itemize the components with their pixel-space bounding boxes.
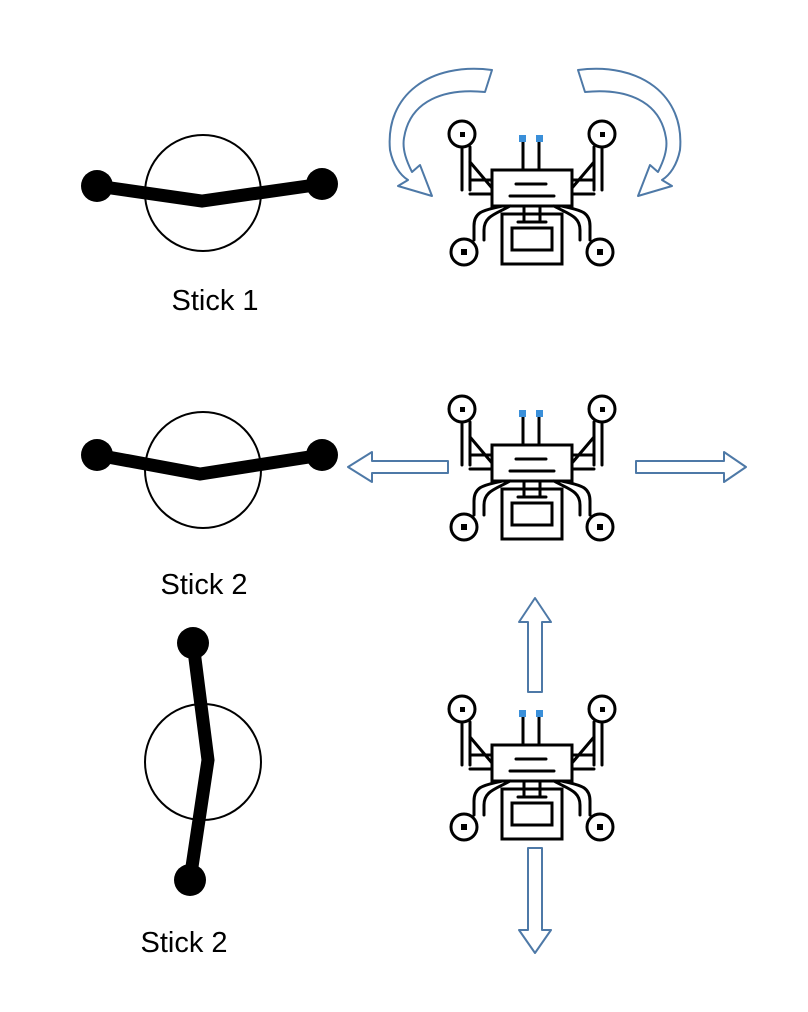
straight-arrow-icon bbox=[635, 451, 747, 483]
drone-icon bbox=[447, 394, 617, 542]
row-stick-1: Stick 1 bbox=[81, 67, 682, 317]
stick-label: Stick 1 bbox=[171, 285, 258, 317]
joystick-icon bbox=[81, 411, 338, 529]
curved-arrow-icon bbox=[388, 67, 493, 197]
drone-icon bbox=[447, 694, 617, 842]
joystick-icon bbox=[81, 134, 338, 252]
straight-arrow-icon bbox=[347, 451, 449, 483]
straight-arrow-icon bbox=[518, 597, 552, 693]
straight-arrow-icon bbox=[518, 847, 552, 954]
drone-icon bbox=[447, 119, 617, 267]
row-stick-2-lateral: Stick 2 bbox=[81, 394, 747, 601]
stick-label: Stick 2 bbox=[160, 569, 247, 601]
row-stick-2-longitudinal: Stick 2 bbox=[140, 597, 617, 959]
curved-arrow-icon bbox=[577, 67, 682, 197]
joystick-icon bbox=[144, 627, 262, 896]
stick-label: Stick 2 bbox=[140, 927, 227, 959]
